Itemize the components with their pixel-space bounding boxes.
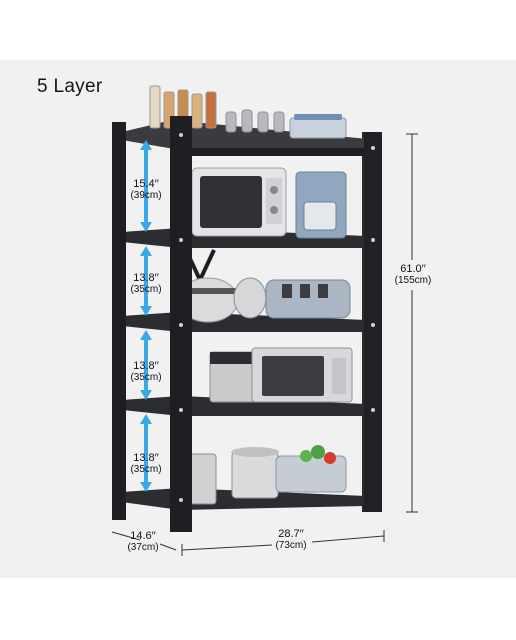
dimension-lines [111,133,418,556]
height-cm: (155cm) [394,275,432,286]
coffee-maker [295,171,347,239]
depth-label: 14.6′′ (37cm) [120,530,166,554]
espresso-machine [209,351,257,403]
gap-label-2: 13.8′′ (35cm) [124,272,168,296]
gap-3-inches: 13.8′′ [133,360,159,372]
gap-2-cm: (35cm) [130,284,162,295]
pots [189,447,279,505]
storage-box [289,114,347,139]
microwave [251,347,353,403]
gap-label-1: 15.4′′ (39cm) [124,178,168,202]
gap-3-cm: (35cm) [130,372,162,383]
gap-arrows [140,140,152,492]
kettle [233,277,267,319]
toaster [265,279,351,319]
depth-cm: (37cm) [127,542,159,553]
toaster-oven [191,167,287,237]
gap-4-cm: (35cm) [130,464,162,475]
height-label: 61.0′′ (155cm) [388,263,438,287]
vegetable-basket [275,445,347,493]
width-inches: 28.7′′ [278,528,304,540]
height-inches: 61.0′′ [400,263,426,275]
layer-count-heading: 5 Layer [37,76,103,97]
gap-2-inches: 13.8′′ [133,272,159,284]
gap-label-4: 13.8′′ (35cm) [124,452,168,476]
spice-shakers [225,109,285,133]
front-right-post [364,132,382,512]
depth-inches: 14.6′′ [130,530,156,542]
width-cm: (73cm) [275,540,307,551]
gap-label-3: 13.8′′ (35cm) [124,360,168,384]
left-post [112,122,126,520]
gap-1-cm: (39cm) [130,190,162,201]
width-label: 28.7′′ (73cm) [266,528,316,552]
gap-1-inches: 15.4′′ [133,178,159,190]
gap-4-inches: 13.8′′ [133,452,159,464]
